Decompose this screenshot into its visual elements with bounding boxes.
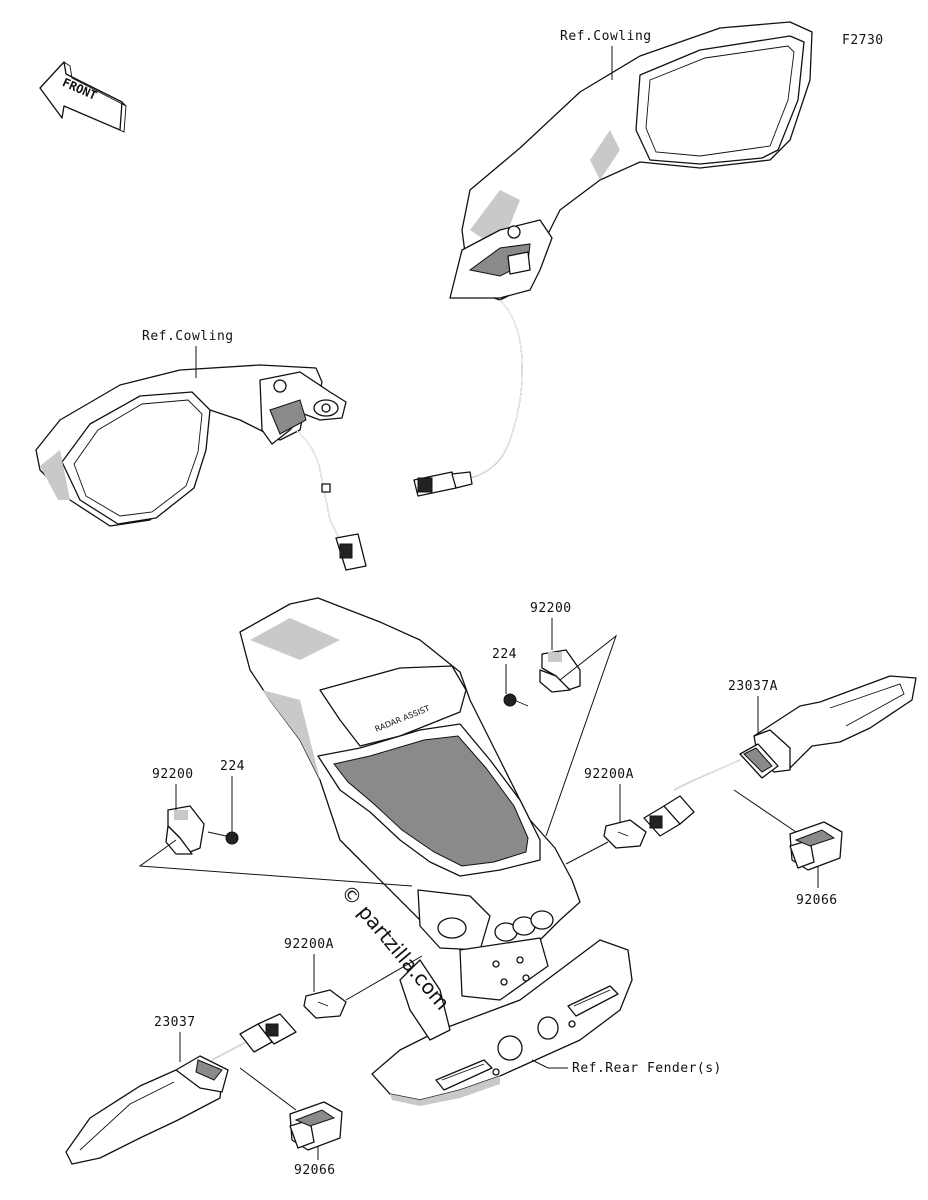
leader-92200A-right-fender <box>565 841 609 865</box>
leader-92200A-left-fender <box>345 955 423 1001</box>
label-23037A: 23037A <box>728 679 778 694</box>
left-mirror <box>35 364 367 571</box>
ref-rear-fender-label: Ref.Rear Fender(s) <box>572 1061 722 1076</box>
label-92066-right: 92066 <box>796 893 838 908</box>
grommet-92200A-left <box>303 989 347 1019</box>
label-92200-top: 92200 <box>530 601 572 616</box>
ref-rear-fender-leader <box>531 1059 568 1069</box>
figure-code: F2730 <box>842 33 884 48</box>
bracket-92200-top <box>539 649 581 693</box>
front-arrow-icon: FRONT <box>39 61 127 133</box>
grommet-92200A-right <box>603 819 647 849</box>
label-92200A-left: 92200A <box>284 937 334 952</box>
label-224-left: 224 <box>220 759 245 774</box>
leader-92200-top-v <box>545 634 618 837</box>
right-mirror <box>413 21 813 497</box>
label-92066-left: 92066 <box>294 1163 336 1178</box>
turn-signal-23037 <box>65 1013 297 1165</box>
leader-92066-left-signal <box>239 1067 297 1111</box>
label-92200-left: 92200 <box>152 767 194 782</box>
turn-signal-23037A <box>643 675 917 837</box>
label-23037: 23037 <box>154 1015 196 1030</box>
leader-92200-left-v <box>138 839 413 887</box>
bracket-92200-left <box>165 805 205 855</box>
cover-92066-left <box>289 1101 343 1151</box>
bolt-224-left <box>207 831 239 845</box>
ref-cowling-right-label: Ref.Cowling <box>560 29 652 44</box>
label-92200A-right: 92200A <box>584 767 634 782</box>
label-224-top: 224 <box>492 647 517 662</box>
ref-cowling-left-label: Ref.Cowling <box>142 329 234 344</box>
cover-92066-right <box>789 821 843 871</box>
bolt-224-top <box>503 693 529 707</box>
leader-92066-right-signal <box>733 789 797 833</box>
rear-fender-assembly: RADAR ASSIST <box>239 597 633 1106</box>
